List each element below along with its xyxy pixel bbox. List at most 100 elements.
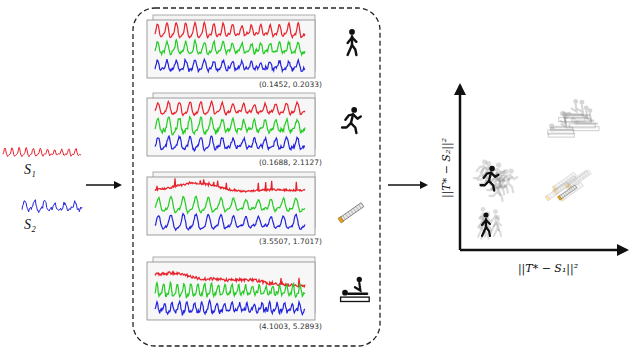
tool-ring: [345, 214, 348, 218]
tool-ring: [557, 189, 560, 193]
plot-card: [147, 177, 315, 235]
flow-arrow: [86, 184, 120, 185]
sensor-signal: [155, 214, 305, 231]
person-limb: [561, 117, 566, 124]
back-cards: [147, 15, 315, 320]
y-axis: [459, 86, 462, 250]
bed: [341, 297, 370, 301]
sensor-signal: [155, 40, 305, 55]
person-head: [351, 107, 357, 113]
tool-ring: [358, 205, 361, 209]
tool-ring: [559, 187, 562, 191]
tool-ring: [571, 188, 573, 191]
person-head: [549, 123, 554, 128]
tool-ring: [579, 177, 582, 181]
bed: [569, 124, 595, 128]
sensor-signal: [155, 300, 305, 315]
bed: [565, 118, 591, 122]
signal-s1: [3, 147, 81, 156]
tool-body: [547, 182, 569, 199]
walk-marker: [482, 212, 490, 236]
tool-ring: [565, 192, 567, 195]
person-head: [342, 290, 348, 296]
person-head: [349, 29, 355, 35]
tool-ring: [554, 191, 557, 195]
person-limb: [555, 126, 572, 128]
walk-icon: [348, 29, 357, 55]
sensor-signal: [155, 196, 305, 213]
tool-ring: [561, 195, 563, 198]
person-limb: [578, 105, 583, 112]
person-limb: [342, 123, 356, 133]
person-head: [509, 168, 514, 173]
person-limb: [572, 114, 589, 116]
person-head: [489, 166, 494, 171]
person-limb: [494, 228, 501, 236]
coordinate-label: (0.1452, 0.2033): [258, 81, 323, 89]
person-limb: [482, 227, 490, 236]
tool-tip: [338, 217, 344, 223]
walk-cluster: [494, 215, 501, 236]
plot-card: [147, 20, 315, 78]
run-cluster: [474, 160, 491, 184]
signal-panel: (0.1452, 0.2033): [147, 20, 323, 90]
sensor-signal: [155, 136, 305, 151]
person-head: [357, 277, 362, 282]
tool-ring: [563, 193, 565, 196]
person-limb: [572, 105, 577, 112]
person-limb: [355, 283, 361, 291]
lying-icon: [565, 100, 591, 122]
person-head: [580, 100, 585, 105]
person-limb: [348, 45, 357, 55]
person-head: [562, 112, 567, 117]
tool-ring: [353, 208, 356, 212]
person-limb: [484, 173, 499, 178]
tool-ring: [586, 172, 589, 176]
person-head: [495, 215, 500, 220]
plot-card: [147, 262, 315, 320]
person-head: [482, 160, 487, 165]
x-axis: [460, 249, 626, 252]
person-limb: [482, 220, 490, 225]
sensor-signal: [155, 282, 305, 297]
tool-ring: [571, 182, 574, 186]
plot-card: [147, 98, 315, 156]
person-head: [573, 99, 578, 104]
tool-ring: [574, 180, 577, 184]
coordinate-label: (4.1003, 5.2893): [258, 323, 323, 331]
tool-ring: [569, 189, 571, 192]
person-limb: [481, 181, 495, 190]
signal-name: S₁: [24, 162, 36, 178]
run-marker: [481, 166, 499, 191]
tool-tip: [545, 195, 550, 201]
tool-body: [340, 203, 364, 222]
person-head: [483, 212, 488, 217]
tool-ring: [562, 185, 565, 189]
tool-ring: [351, 210, 354, 214]
tool-ring: [348, 212, 351, 216]
coordinate-label: (0.1688, 2.1127): [258, 159, 323, 167]
sensor-signal: [155, 101, 305, 115]
sensor-signal: [155, 23, 305, 38]
bed: [548, 130, 574, 134]
signal-s2: [22, 200, 82, 213]
person-limb: [503, 175, 517, 180]
tool-tip: [557, 195, 561, 200]
axis-label: ||T* − S₁||²: [518, 262, 578, 275]
person-limb: [494, 222, 501, 227]
person-limb: [348, 37, 357, 43]
sensor-signal: [155, 59, 305, 72]
person-limb: [348, 292, 367, 295]
dashed-group: [133, 8, 380, 346]
tool-ring: [550, 194, 553, 198]
flow-arrow: [388, 184, 426, 185]
sensor-signal: [155, 178, 305, 192]
lying-icon: [548, 112, 574, 134]
tool-body: [559, 185, 577, 199]
sensor-signal: [155, 117, 305, 135]
tool-ring: [567, 191, 569, 194]
person-head: [481, 207, 486, 212]
tool-ring: [576, 179, 579, 183]
tool-icon: [338, 202, 364, 223]
